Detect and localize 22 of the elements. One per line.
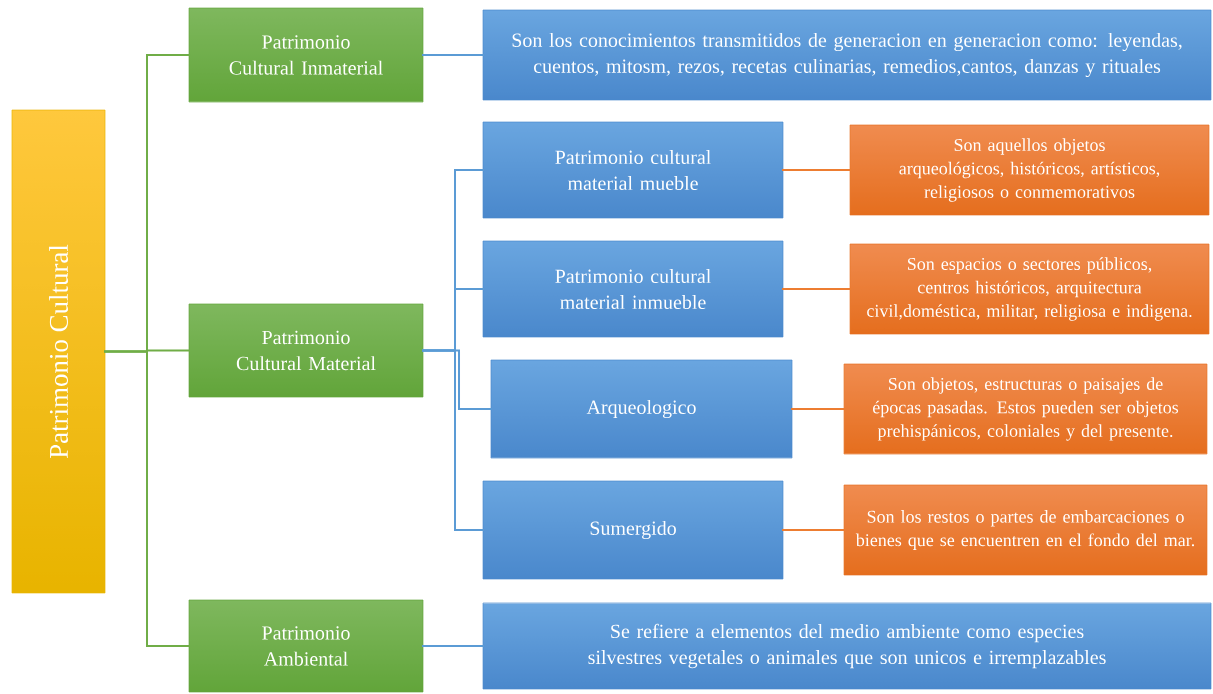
- connector-line: [781, 529, 847, 531]
- subcategory-box: Sumergido: [482, 480, 784, 580]
- connector-line: [790, 408, 847, 410]
- vertical-title-box: Patrimonio Cultural: [11, 109, 106, 594]
- connector-line: [103, 350, 191, 647]
- category-box: Patrimonio Cultural Material: [188, 303, 424, 398]
- category-box: Patrimonio Cultural Inmaterial: [188, 7, 424, 103]
- description-box: Son aquellos objetos arqueológicos, históricos, artísticos, religiosos o conmemorativos: [849, 124, 1210, 216]
- subcategory-box: Patrimonio cultural material mueble: [482, 121, 784, 219]
- subcategory-box: Patrimonio cultural material inmueble: [482, 240, 784, 338]
- subcategory-box: Arqueologico: [490, 359, 793, 459]
- subcategory-box: Se refiere a elementos del medio ambiente como especies silvestres vegetales o animales que son unicos e irremplazables: [482, 602, 1212, 690]
- connector-line: [781, 169, 853, 171]
- connector-line: [421, 645, 485, 647]
- description-box: Son objetos, estructuras o paisajes de épocas pasadas. Estos pueden ser objetos prehispánicos, coloniales y del presente.: [843, 363, 1208, 455]
- subcategory-box: Son los conocimientos transmitidos de generacion en generacion como: leyendas, cuentos, mitosm, rezos, recetas culinarias, remedios,cantos, danzas y rituales: [482, 9, 1212, 101]
- description-box: Son espacios o sectores públicos, centros históricos, arquitectura civil,doméstica, militar, religiosa e indigena.: [849, 243, 1210, 335]
- connector-line: [421, 349, 485, 531]
- description-box: Son los restos o partes de embarcaciones o bienes que se encuentren en el fondo del mar.: [843, 484, 1208, 576]
- category-box: Patrimonio Ambiental: [188, 599, 424, 693]
- connector-line: [421, 54, 485, 56]
- connector-line: [781, 288, 853, 290]
